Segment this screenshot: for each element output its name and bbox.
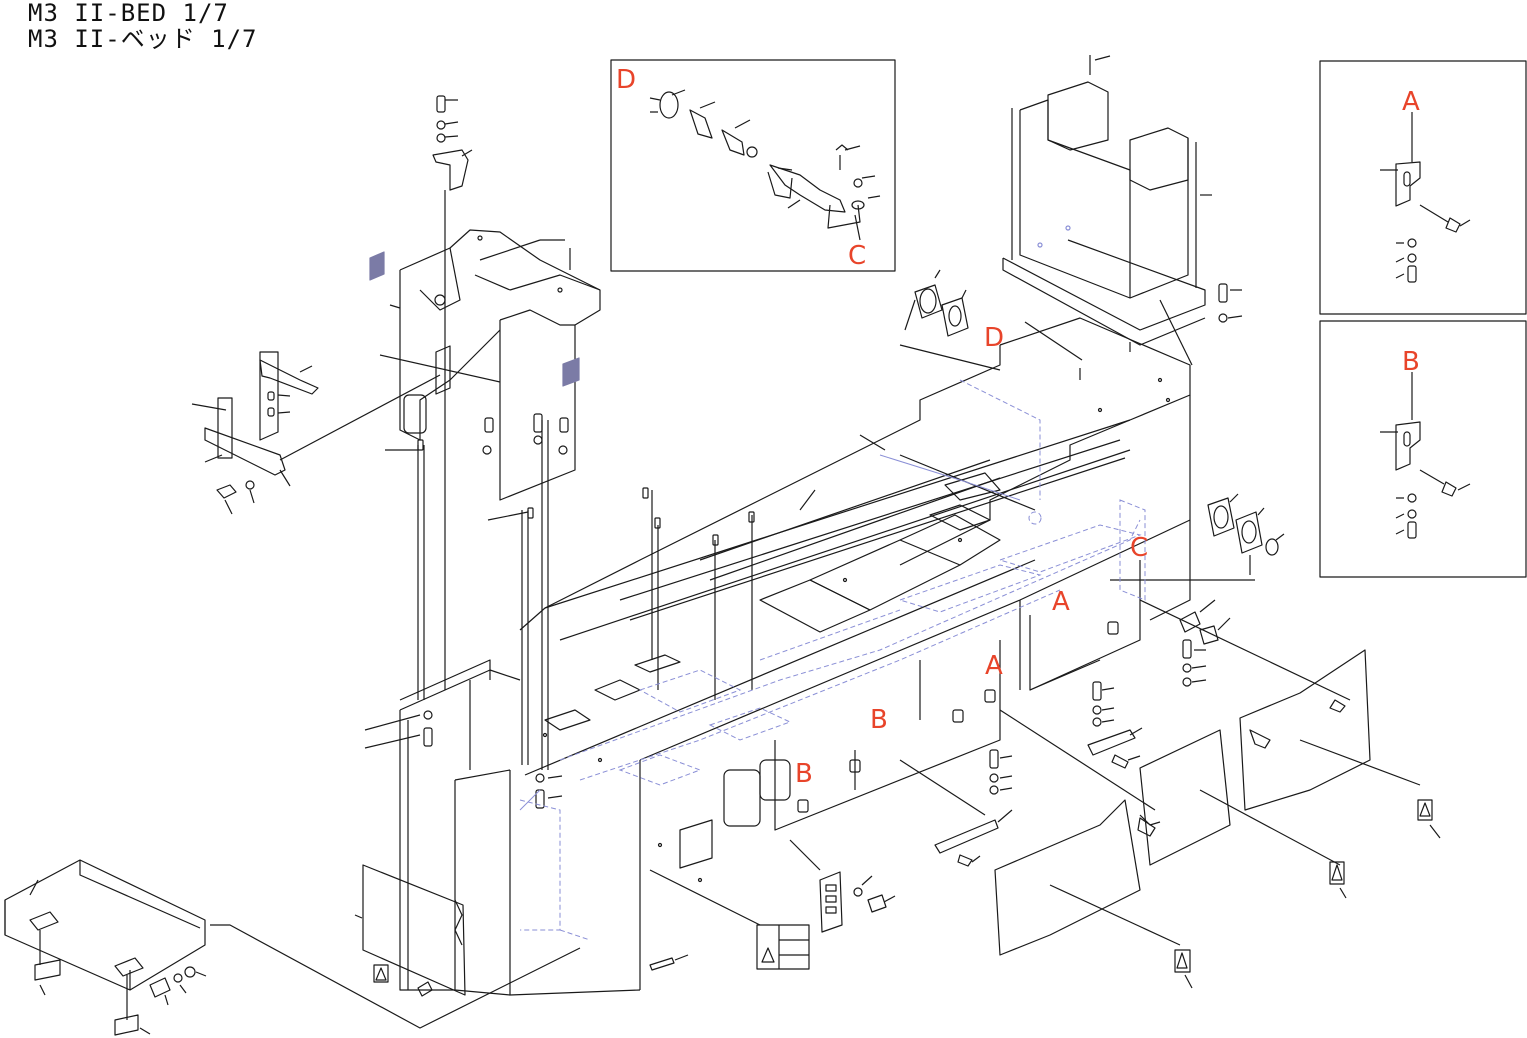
inset-b-bracket	[1380, 372, 1470, 538]
inset-box-d	[611, 60, 895, 271]
right-fastener-stack	[1180, 600, 1230, 686]
drip-pan	[5, 860, 206, 1035]
coolant-tank	[1003, 55, 1212, 345]
callout-d-inset: D	[616, 65, 636, 95]
column-base-fasteners	[365, 711, 562, 808]
callout-a-inset: A	[1402, 87, 1420, 117]
lever-assembly	[192, 352, 440, 514]
hidden-solid-lines	[520, 455, 1020, 810]
side-cover-front	[995, 800, 1155, 955]
bed-main-body	[400, 318, 1190, 995]
side-cover-middle	[1140, 730, 1230, 865]
callout-c-inset: C	[848, 241, 866, 271]
callout-letters: D C A B D C A A B B	[616, 65, 1420, 789]
flange-set-upper	[915, 270, 968, 336]
inset-a-bracket	[1380, 112, 1470, 282]
callout-b-main-lower: B	[795, 759, 813, 789]
switch-panel	[820, 872, 895, 932]
callout-a-main-lower: A	[985, 651, 1003, 681]
inset-d-shaft-assembly	[650, 90, 875, 240]
inset-box-b	[1320, 321, 1526, 577]
side-cover-right	[1240, 650, 1370, 810]
leader-lines	[210, 240, 1350, 1028]
tank-bolts	[1080, 284, 1242, 380]
bed-top-blocks	[545, 622, 1118, 812]
shaded-label-left	[370, 252, 384, 280]
flange-set-lower	[1208, 494, 1284, 575]
inset-box-a	[1320, 61, 1526, 314]
callout-b-main-upper: B	[870, 705, 888, 735]
vertical-pins	[418, 440, 754, 545]
callout-a-main-upper: A	[1052, 587, 1070, 617]
lower-left-cover	[355, 865, 465, 996]
callout-d-main: D	[984, 323, 1004, 353]
callout-c-main: C	[1130, 533, 1148, 563]
shaded-label-right	[563, 358, 579, 386]
callout-b-inset: B	[1402, 347, 1420, 377]
mid-fastener-stack	[1088, 682, 1142, 768]
column-ties	[418, 190, 752, 770]
